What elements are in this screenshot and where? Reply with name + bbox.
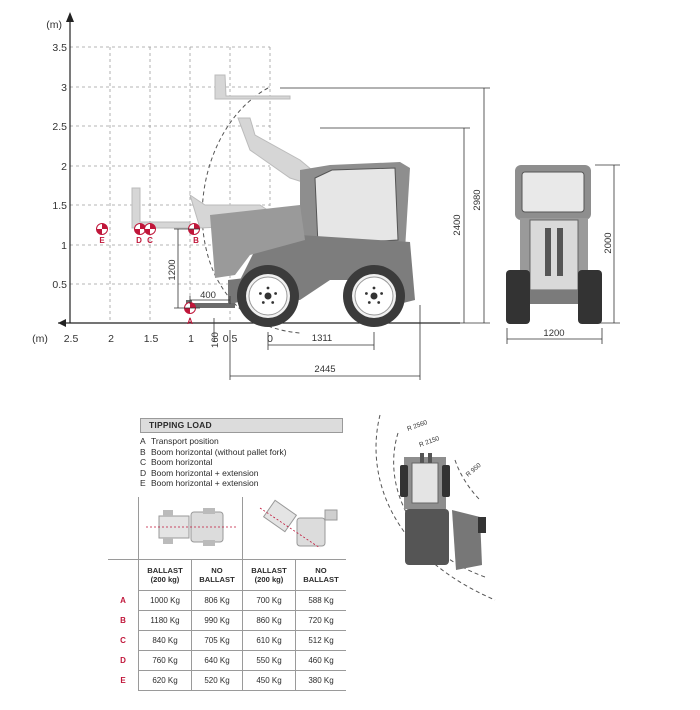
radius-label: R 950 <box>465 462 483 479</box>
y-tick: 1.5 <box>52 200 67 212</box>
col-header: BALLAST(200 kg) <box>242 559 296 591</box>
col-header: BALLAST(200 kg) <box>138 559 192 591</box>
front-dim-width: 1200 <box>543 328 564 339</box>
marker-label: D <box>136 236 142 245</box>
marker-label: A <box>187 317 193 326</box>
dim-1311: 1311 <box>312 333 332 344</box>
x-tick: 1 <box>188 333 194 345</box>
dim-400: 400 <box>200 290 216 301</box>
y-tick: 1 <box>61 240 67 252</box>
dim-160: 160 <box>210 332 221 348</box>
x-tick: 1.5 <box>144 333 159 345</box>
y-tick: 2 <box>61 161 67 173</box>
marker-label: B <box>193 236 199 245</box>
x-axis-unit: (m) <box>32 333 48 345</box>
loader-front-view <box>506 165 602 324</box>
front-dim-height: 2000 <box>603 232 614 253</box>
marker-label: E <box>99 236 105 245</box>
turning-radius-diagram: R 2560 R 2150 R 950 <box>375 414 496 601</box>
ghost-boom-positions <box>131 74 319 229</box>
marker-label: C <box>147 236 153 245</box>
side-view-diagram: (m) 3.5 3 2.5 2 1.5 1 0.5 (m) 2.5 2 1.5 … <box>32 12 620 380</box>
y-tick: 2.5 <box>52 121 67 133</box>
dim-1200: 1200 <box>167 259 178 280</box>
straight-loader-thumbnail <box>138 497 243 560</box>
x-tick: 2.5 <box>64 333 79 345</box>
radius-label: R 2560 <box>406 419 428 433</box>
radius-label: R 2150 <box>418 435 440 449</box>
y-tick: 3 <box>61 82 67 94</box>
y-tick: 3.5 <box>52 42 67 54</box>
y-axis-unit: (m) <box>46 19 62 31</box>
dimension-lines <box>174 87 490 380</box>
dim-2400: 2400 <box>452 214 463 235</box>
x-tick: 2 <box>108 333 114 345</box>
dim-2980: 2980 <box>472 189 483 210</box>
loader-side-body <box>186 162 415 310</box>
x-tick: 0 <box>267 333 273 345</box>
y-tick: 0.5 <box>52 279 67 291</box>
articulated-loader-thumbnail <box>242 497 346 560</box>
tipping-load-title: TIPPING LOAD <box>140 418 343 433</box>
dim-2445: 2445 <box>314 364 335 375</box>
